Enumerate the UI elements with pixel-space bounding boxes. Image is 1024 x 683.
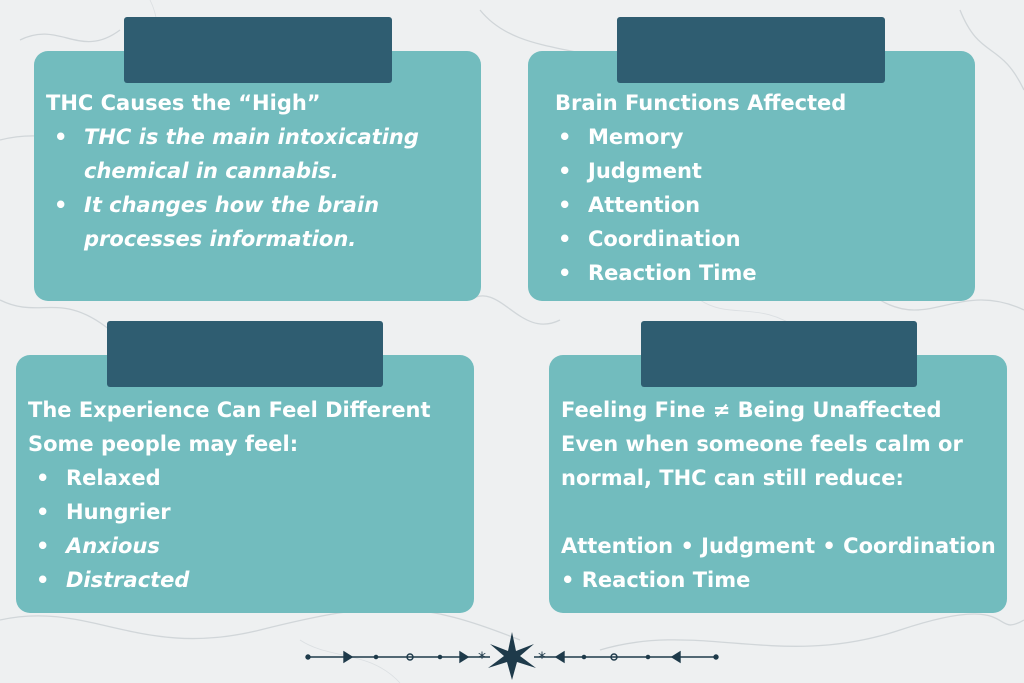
list-item: Memory [558,120,757,154]
card-tab [617,17,885,83]
card-tab [641,321,917,387]
list-item: Distracted [36,563,190,597]
svg-text:*: * [478,648,486,667]
list-item: Relaxed [36,461,189,495]
bullet-list: Memory Judgment Attention Coordination R… [558,120,757,290]
card-experience: The Experience Can Feel Different Some p… [16,355,474,613]
bullet-text-line: It changes how the brain [84,193,380,217]
card-feeling-fine: Feeling Fine ≠ Being Unaffected Even whe… [549,355,1007,613]
list-item: It changes how the brain processes infor… [54,188,419,256]
list-item: Anxious [36,529,189,563]
list-item: Reaction Time [558,256,757,290]
card-text-line: Attention • Judgment • Coordination [561,534,996,558]
card-text-line: • Reaction Time [561,568,751,592]
card-thc-causes-high: THC Causes the “High” THC is the main in… [34,51,481,301]
card-heading: The Experience Can Feel Different [28,398,431,422]
bullet-list: THC is the main intoxicating chemical in… [54,120,419,256]
list-item: Attention [558,188,757,222]
list-item: THC is the main intoxicating chemical in… [54,120,419,188]
list-item: Coordination [558,222,757,256]
card-intro: Some people may feel: [28,432,299,456]
card-tab [124,17,392,83]
bullet-text-line: THC is the main intoxicating [84,125,419,149]
bullet-list: Relaxed Hungrier Anxious Distracted [36,461,190,597]
bullet-text-line: processes information. [84,227,357,251]
ornamental-divider: * * [305,632,719,680]
list-item: Judgment [558,154,757,188]
svg-text:*: * [538,648,546,667]
card-heading: Brain Functions Affected [555,91,847,115]
card-heading: THC Causes the “High” [46,91,321,115]
bullet-text-line: chemical in cannabis. [84,159,339,183]
card-text-line: Even when someone feels calm or [561,432,963,456]
card-text-line: normal, THC can still reduce: [561,466,904,490]
card-brain-functions: Brain Functions Affected Memory Judgment… [528,51,975,301]
list-item: Hungrier [36,495,189,529]
card-tab [107,321,383,387]
card-heading: Feeling Fine ≠ Being Unaffected [561,398,942,422]
star-ornament-icon [488,632,536,680]
